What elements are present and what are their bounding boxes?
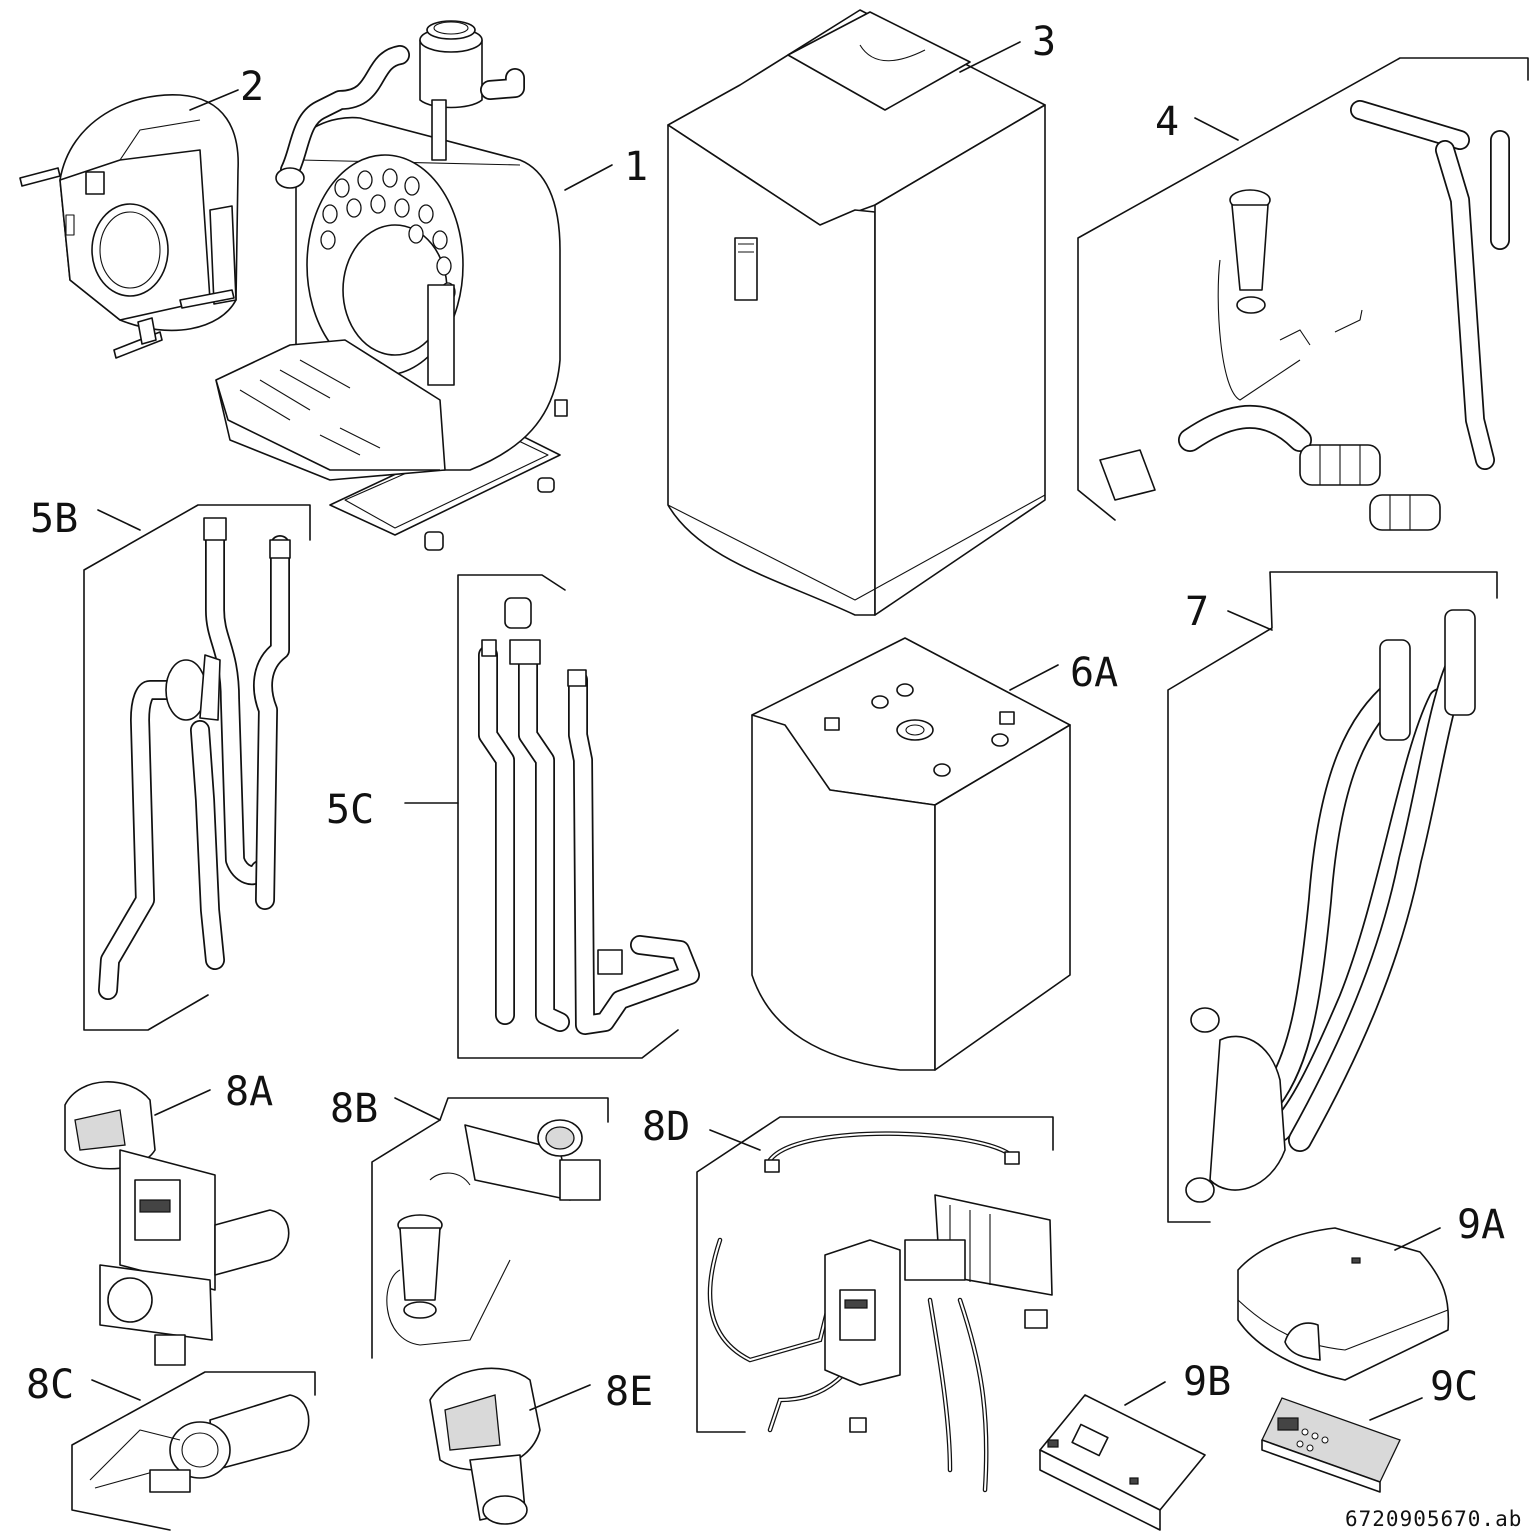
- callout-8a: 8A: [225, 1069, 273, 1115]
- callout-7: 7: [1185, 589, 1209, 635]
- document-number: 6720905670.ab: [1345, 1507, 1522, 1531]
- callout-1: 1: [624, 144, 648, 190]
- part-8b-pump-motor: [371, 1097, 609, 1359]
- part-8d-wiring-harness: [696, 1116, 1054, 1493]
- part-1-heat-exchanger: [215, 20, 613, 551]
- part-2-burner-cover: [19, 89, 239, 359]
- part-6a-cylinder: [751, 637, 1071, 1071]
- callout-8c: 8C: [26, 1362, 74, 1408]
- callout-9b: 9B: [1183, 1359, 1231, 1405]
- part-5c-piping: [404, 574, 700, 1059]
- part-4-hydraulic-assembly: [1077, 57, 1529, 531]
- callout-5c: 5C: [326, 787, 374, 833]
- part-3-casing: [667, 9, 1046, 616]
- callout-8b: 8B: [330, 1086, 378, 1132]
- callout-2: 2: [240, 64, 264, 110]
- part-8e-burner-fan: [429, 1367, 591, 1525]
- callout-6a: 6A: [1070, 650, 1118, 696]
- part-8a-burner: [64, 1081, 290, 1366]
- part-9a-controller-cover: [1237, 1227, 1450, 1381]
- callout-5b: 5B: [30, 496, 78, 542]
- callout-4: 4: [1155, 99, 1179, 145]
- part-9c-control-module: [1261, 1397, 1423, 1493]
- callout-9c: 9C: [1430, 1364, 1478, 1410]
- part-9b-control-panel: [1039, 1381, 1206, 1531]
- callout-9a: 9A: [1457, 1202, 1505, 1248]
- part-5b-piping: [83, 504, 311, 1031]
- callout-3: 3: [1032, 19, 1056, 65]
- callout-8d: 8D: [642, 1104, 690, 1150]
- part-7-hoses: [1167, 571, 1498, 1223]
- callout-8e: 8E: [605, 1369, 653, 1415]
- callout-labels: 1 2 3 4 5B 5C 6A 7 8A 8B 8C 8D 8E 9A 9B …: [26, 19, 1522, 1531]
- part-8c-burner-tube: [71, 1371, 316, 1531]
